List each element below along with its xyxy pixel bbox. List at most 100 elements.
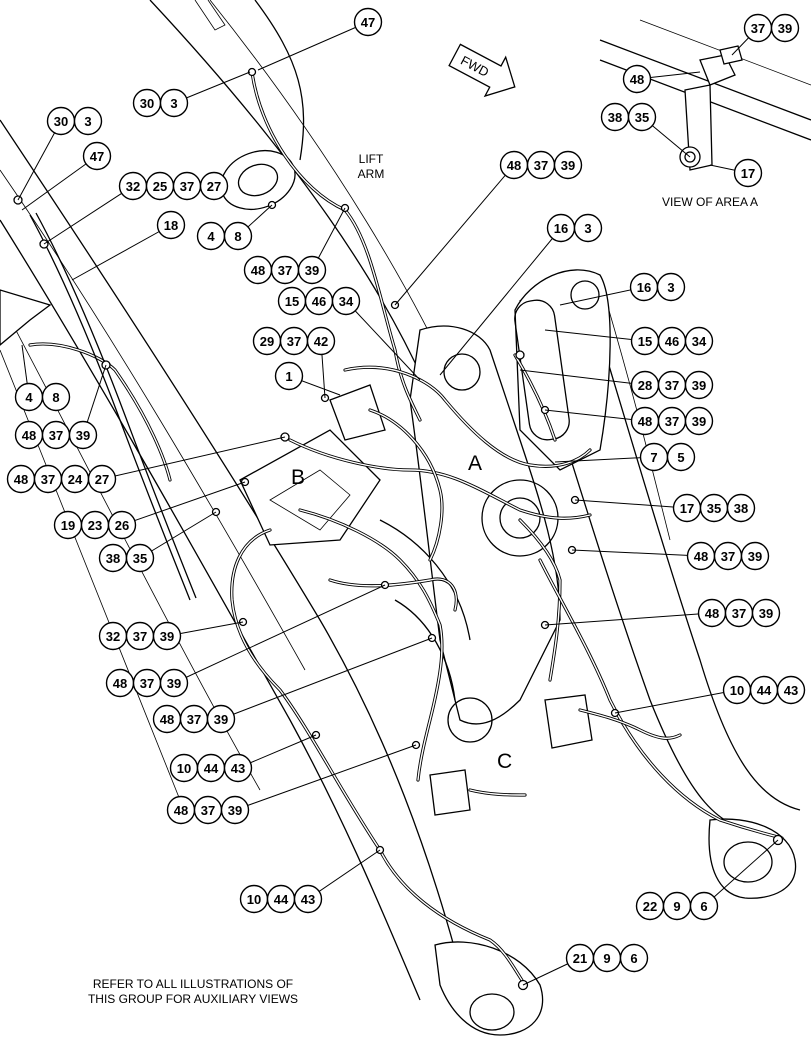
part-number: 32 [126,179,140,194]
part-number: 27 [95,472,109,487]
leader-line [307,849,381,900]
part-number: 8 [234,229,241,244]
part-number: 43 [301,892,315,907]
part-number: 44 [204,761,219,776]
part-number: 38 [106,551,120,566]
part-number: 37 [665,378,679,393]
part-number: 23 [88,518,102,533]
part-number: 39 [160,629,174,644]
callout-c37: 48 [622,64,652,94]
leader-line [257,21,369,71]
callout-bubble [306,326,336,356]
part-number: 9 [673,899,680,914]
part-number: 9 [603,951,610,966]
part-number: 37 [201,803,215,818]
part-number: 19 [61,518,75,533]
part-number: 37 [180,179,194,194]
leader-line [544,409,646,422]
area-b-label: B [291,466,305,489]
part-number: 35 [707,501,721,516]
callout-bubble [274,361,304,391]
leader-line [544,329,646,342]
leader-line [614,689,738,714]
part-number: 37 [721,549,735,564]
part-number: 32 [106,629,120,644]
callout-c26: 32 37 39 [98,621,182,651]
callout-bubble [689,891,719,921]
part-number: 1 [285,369,292,384]
part-number: 15 [285,294,299,309]
part-number: 37 [140,676,154,691]
part-number: 25 [153,179,167,194]
area-a-label: A [468,452,482,475]
leader-line [121,481,246,526]
callout-bubble [656,272,686,302]
leader-line [21,155,98,211]
callout-bubble [159,668,189,698]
part-number: 48 [174,803,188,818]
part-number: 39 [214,712,228,727]
part-number: 48 [113,676,127,691]
part-number: 48 [638,414,652,429]
part-number: 37 [133,629,147,644]
part-number: 3 [84,114,91,129]
part-number: 7 [650,450,657,465]
callout-bubble [619,943,649,973]
callout-c01: 47 [353,7,383,37]
part-number: 39 [759,606,773,621]
part-number: 39 [692,414,706,429]
leader-line [559,286,645,306]
part-number: 37 [41,472,55,487]
part-number: 37 [187,712,201,727]
leader-line [394,164,515,306]
part-number: 10 [247,892,261,907]
callout-bubble [125,543,155,573]
callout-bubble [622,64,652,94]
part-number: 17 [741,166,755,181]
part-number: 48 [507,158,521,173]
forward-arrow-icon: FWD [448,43,516,98]
callout-c39: 17 [733,158,763,188]
lift-arm-label-line2: ARM [358,167,385,181]
callout-bubble [220,795,250,825]
callout-bubble [573,213,603,243]
part-number: 6 [700,899,707,914]
callout-c32: 48 37 39 [166,795,250,825]
callout-bubble [199,171,229,201]
callout-c27: 48 37 39 [105,668,189,698]
leader-line [17,120,62,201]
leader-line [173,584,386,684]
part-number: 16 [637,280,651,295]
callout-bubble [331,286,361,316]
callout-bubble [770,13,800,43]
part-number: 47 [361,15,375,30]
part-number: 44 [274,892,289,907]
part-number: 44 [757,683,772,698]
part-number: 3 [170,96,177,111]
callout-c04: 47 [82,141,112,171]
leader-line [519,369,646,386]
part-number: 48 [694,549,708,564]
part-number: 39 [228,803,242,818]
part-number: 48 [14,472,28,487]
callout-bubble [82,141,112,171]
part-number: 39 [561,158,575,173]
refer-note-line2: THIS GROUP FOR AUXILIARY VIEWS [88,992,298,1006]
part-number: 37 [534,158,548,173]
part-number: 39 [305,263,319,278]
part-number: 39 [167,676,181,691]
callout-bubble [684,406,714,436]
